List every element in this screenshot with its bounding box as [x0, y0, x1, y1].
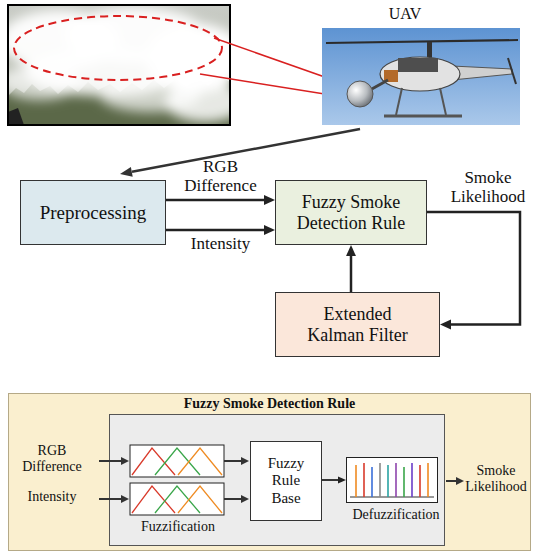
engine [398, 58, 438, 72]
edge-label: Intensity [176, 234, 266, 254]
output-label: Smoke Likelihood [464, 463, 528, 495]
connector-arrow [427, 212, 520, 329]
singleton-bars [356, 463, 428, 497]
connector-arrow [346, 245, 356, 292]
input-arrow [99, 460, 122, 462]
input-arrow [99, 498, 122, 500]
process-box: Extended Kalman Filter [275, 292, 440, 357]
sky [322, 28, 520, 125]
uav-label: UAV [375, 5, 435, 23]
connector-arrow [166, 195, 275, 205]
tree-line [8, 76, 230, 125]
smoke-highlight [14, 16, 222, 80]
foreground-object [8, 108, 24, 125]
skid-strut [396, 88, 402, 115]
tail-boom [452, 66, 512, 80]
skid-strut [440, 88, 446, 115]
input-label: Intensity [8, 489, 96, 505]
inner-arrow [224, 460, 242, 462]
box-label: Fuzzy Rule Base [260, 455, 312, 507]
output-arrow [446, 480, 457, 482]
arrow-head [264, 225, 275, 235]
rule-base-box: Fuzzy Rule Base [250, 441, 322, 521]
arrow-head [121, 457, 129, 465]
data-arrow [132, 129, 360, 172]
main-rotor [326, 40, 518, 43]
process-box: Preprocessing [20, 180, 166, 245]
input-label: RGB Difference [8, 443, 96, 475]
arrow-head [440, 320, 451, 330]
payload [384, 70, 398, 82]
landing-skid [384, 115, 462, 118]
fuselage [380, 57, 460, 91]
smoke-photo [8, 5, 230, 125]
camera-ball [347, 81, 373, 107]
connector-line [427, 212, 520, 325]
defuzzification-chart [346, 457, 438, 503]
photo-frame [8, 5, 230, 125]
tail-rotor [508, 58, 516, 84]
arrow-head [241, 457, 249, 465]
smoke-cloud [8, 7, 230, 122]
block-caption: Defuzzification [346, 507, 446, 523]
process-box: Fuzzy Smoke Detection Rule [275, 180, 427, 245]
connector-line [166, 229, 264, 232]
edge-label: Smoke Likelihood [448, 168, 528, 207]
arrow-head [121, 495, 129, 503]
view-line [214, 38, 356, 88]
connector-line [166, 199, 264, 202]
rotor-mast [427, 42, 432, 58]
arrow-head [264, 195, 275, 205]
camera-mount [370, 80, 388, 90]
chart-baseline [350, 497, 434, 498]
view-line [200, 74, 356, 99]
inner-arrow [224, 498, 242, 500]
membership-chart [130, 445, 224, 477]
panel-title: Fuzzy Smoke Detection Rule [9, 396, 530, 412]
block-caption: Fuzzification [130, 519, 226, 535]
connector-line [350, 256, 353, 292]
edge-label: RGB Difference [176, 157, 266, 196]
membership-chart [130, 483, 224, 515]
uav-photo [322, 28, 520, 125]
connector-arrow [322, 476, 346, 483]
detail-panel: Fuzzy Smoke Detection Rule Fuzzification… [8, 393, 531, 551]
box-label: Fuzzy Smoke Detection Rule [282, 192, 420, 233]
chart-frame [347, 458, 438, 503]
arrow-head [456, 477, 464, 485]
arrow-head [120, 167, 133, 177]
photo-ground [8, 5, 230, 125]
defuzzification-block: Defuzzification [346, 457, 446, 537]
fuzzy-system-box: Fuzzification Fuzzy Rule Base Defuzzifica… [109, 414, 445, 546]
box-label: Preprocessing [40, 202, 147, 224]
arrow-head [241, 495, 249, 503]
arrow-head [346, 245, 356, 256]
arrow-head [338, 476, 346, 483]
connector-line [322, 479, 338, 481]
box-label: Extended Kalman Filter [298, 304, 418, 345]
connector-arrow [166, 225, 275, 235]
